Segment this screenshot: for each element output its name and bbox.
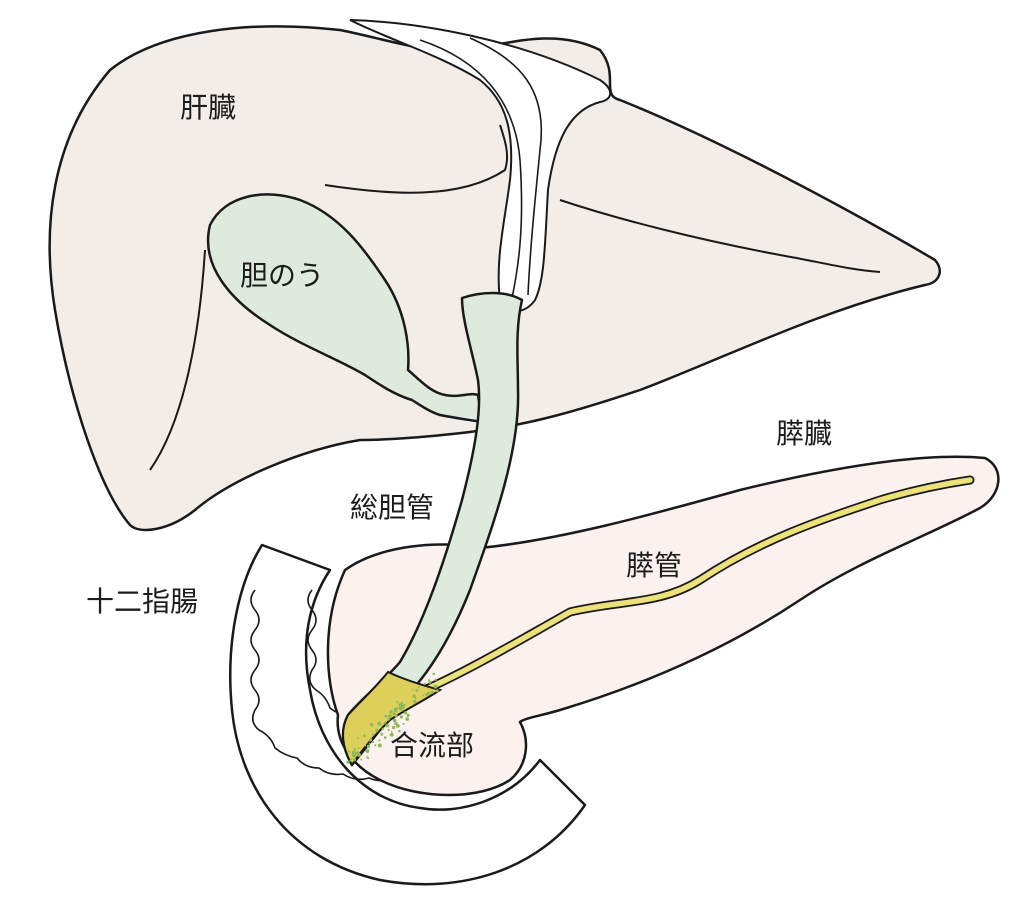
junction-dot xyxy=(417,686,420,689)
junction-dot xyxy=(360,758,363,761)
junction-dot xyxy=(435,689,439,693)
liver-lobe-line xyxy=(324,124,509,194)
junction-dot xyxy=(390,732,394,737)
junction-dot xyxy=(400,701,403,704)
junction-dot xyxy=(387,728,390,732)
junction-dot xyxy=(349,759,352,762)
junction-dot xyxy=(384,736,387,739)
junction-dot xyxy=(377,721,382,726)
junction-dot xyxy=(355,751,360,756)
junction-dot xyxy=(371,740,375,744)
junction-dot xyxy=(413,700,417,704)
junction-dot xyxy=(405,717,410,721)
label-junction: 合流部 xyxy=(390,729,475,762)
ligament-shape xyxy=(349,19,612,313)
junction-dot xyxy=(351,758,353,760)
junction-dot xyxy=(357,737,359,739)
duodenum-shape xyxy=(229,543,587,886)
junction-dot xyxy=(357,747,360,749)
ligament-line-1 xyxy=(419,39,523,299)
junction-dot xyxy=(422,694,425,697)
junction-dot xyxy=(381,727,385,730)
junction-dot xyxy=(411,689,414,691)
junction-dot xyxy=(401,703,406,708)
junction-dot xyxy=(396,724,400,728)
junction-dot xyxy=(412,694,416,698)
pancreas-shape xyxy=(326,455,1000,797)
junction-shape xyxy=(342,670,443,767)
junction-dot xyxy=(347,750,350,753)
junction-dot xyxy=(433,684,438,689)
junction-dot xyxy=(385,723,390,728)
label-liver: 肝臓 xyxy=(180,91,237,124)
junction-dot xyxy=(368,742,371,745)
junction-dot xyxy=(392,712,395,716)
junction-dot xyxy=(392,718,397,723)
junction-dot xyxy=(351,750,356,755)
junction-dots xyxy=(346,672,439,764)
junction-dot xyxy=(430,690,434,694)
label-duodenum: 十二指腸 xyxy=(86,585,199,618)
junction-dot xyxy=(392,725,396,730)
junction-dot xyxy=(400,709,403,712)
junction-dot xyxy=(423,682,426,686)
junction-dot xyxy=(366,744,371,749)
junction-dot xyxy=(352,758,357,762)
junction-dot xyxy=(387,717,391,721)
ligament-line-2 xyxy=(469,37,543,296)
junction-dot xyxy=(353,748,356,751)
label-common-bile-duct: 総胆管 xyxy=(350,491,435,524)
junction-dot xyxy=(380,732,384,736)
junction-dot xyxy=(384,714,388,718)
junction-dot xyxy=(428,679,431,682)
junction-dot xyxy=(362,734,366,738)
junction-dot xyxy=(369,723,374,727)
junction-dot xyxy=(346,760,350,764)
junction-dot xyxy=(434,678,437,681)
label-pancreatic-duct: 膵管 xyxy=(626,549,683,582)
junction-dot xyxy=(394,714,398,718)
duodenum-inner-fold-inner xyxy=(307,589,353,717)
label-gallbladder: 胆のう xyxy=(240,259,325,292)
liver-fissure-line xyxy=(559,199,881,273)
liver-lower-line xyxy=(149,249,206,471)
junction-dot xyxy=(396,707,399,709)
pancreatic-duct-fill xyxy=(417,477,973,695)
junction-dot xyxy=(375,728,379,733)
junction-dot xyxy=(426,691,431,696)
junction-dot xyxy=(399,706,402,710)
junction-dot xyxy=(390,730,393,733)
junction-dot xyxy=(364,744,367,747)
junction-dot xyxy=(398,729,401,733)
junction-dot xyxy=(371,733,374,736)
junction-dot xyxy=(366,756,368,758)
junction-dot xyxy=(403,712,406,714)
junction-dot xyxy=(377,743,382,748)
junction-dot xyxy=(368,738,373,742)
junction-dot xyxy=(402,722,405,725)
junction-dot xyxy=(415,689,419,692)
junction-dot xyxy=(399,715,404,719)
junction-dot xyxy=(393,708,398,713)
junction-dot xyxy=(365,749,370,753)
junction-dot xyxy=(387,714,392,718)
junction-dot xyxy=(378,739,381,742)
label-pancreas: 膵臓 xyxy=(776,417,833,450)
junction-dot xyxy=(396,701,399,704)
junction-dot xyxy=(428,681,432,684)
junction-dot xyxy=(395,721,398,724)
junction-dot xyxy=(406,713,410,717)
junction-dot xyxy=(384,721,387,724)
junction-dot xyxy=(389,710,393,714)
junction-dot xyxy=(374,744,377,747)
junction-dot xyxy=(380,724,383,727)
junction-dot xyxy=(432,672,436,676)
